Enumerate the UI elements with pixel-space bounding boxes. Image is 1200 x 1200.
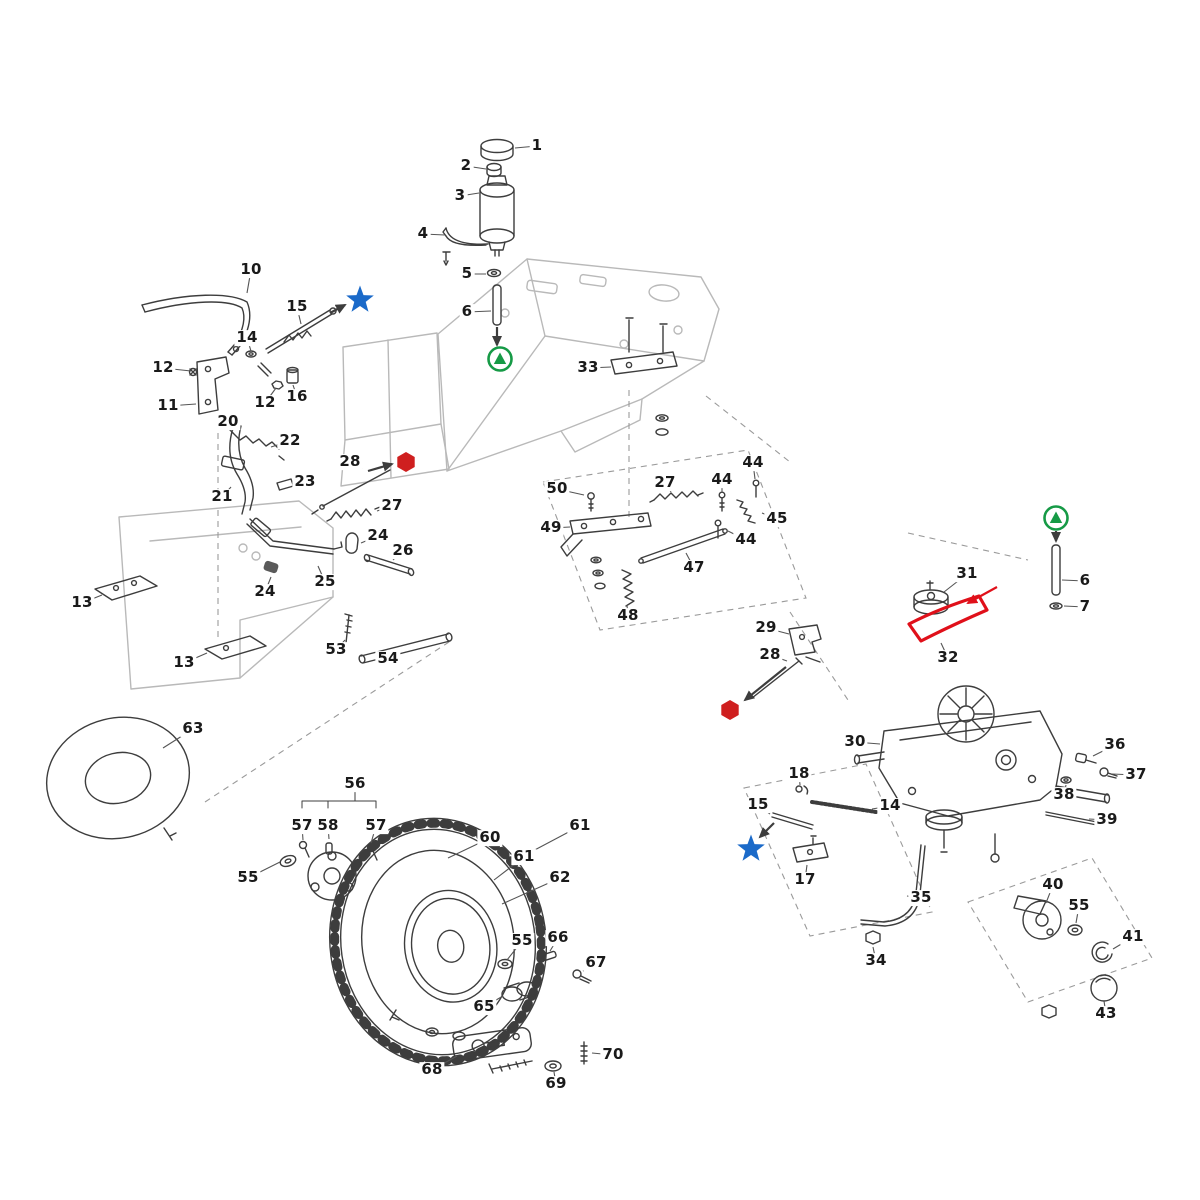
leader-line xyxy=(798,773,801,786)
leader-line xyxy=(591,1052,614,1056)
leader-line xyxy=(871,805,891,810)
hex-red-marker-icon xyxy=(397,452,415,472)
leader-line xyxy=(349,461,363,470)
leader-line xyxy=(81,594,103,604)
leader-line xyxy=(549,937,559,952)
leader-line xyxy=(872,946,877,962)
leader-line xyxy=(582,962,597,972)
leader-line xyxy=(1063,605,1086,608)
leader-line xyxy=(514,145,538,149)
assembly-arrow xyxy=(758,822,775,839)
assembly-arrow xyxy=(743,666,787,702)
leader-line xyxy=(246,337,252,352)
hex-red-marker-icon xyxy=(721,700,739,720)
leader-line xyxy=(1061,579,1086,582)
leader-line xyxy=(327,825,330,840)
triangle-green-marker-icon xyxy=(1043,505,1069,531)
leader-line xyxy=(769,654,788,662)
leader-line xyxy=(854,741,881,745)
leader-line xyxy=(392,550,404,561)
leader-line xyxy=(765,627,790,635)
leader-line xyxy=(1088,818,1108,821)
leader-line xyxy=(431,1055,458,1071)
leader-line xyxy=(162,367,192,372)
leader-line xyxy=(183,652,208,664)
leader-line xyxy=(506,940,523,961)
leader-line xyxy=(317,565,326,583)
leader-line xyxy=(664,482,672,493)
assembly-arrow xyxy=(329,304,347,314)
parts-linework xyxy=(45,138,1118,1074)
leader-line xyxy=(370,825,377,844)
leader-line xyxy=(162,728,194,749)
highlighted-belt xyxy=(907,594,989,643)
leader-line xyxy=(291,481,306,487)
leader-line xyxy=(301,825,304,841)
leader-line xyxy=(292,384,298,398)
leader-line xyxy=(360,535,379,544)
leader-line xyxy=(1092,744,1116,757)
leader-line xyxy=(1103,1000,1107,1015)
leader-line xyxy=(296,306,302,325)
leader-line xyxy=(247,861,281,879)
leader-line xyxy=(1063,784,1067,796)
leader-line xyxy=(376,505,393,512)
leader-line xyxy=(511,825,581,863)
leader-line xyxy=(335,639,346,651)
leader-line xyxy=(804,864,808,881)
leader-line xyxy=(757,804,771,815)
leader-line xyxy=(493,856,525,881)
triangle-green-marker-icon xyxy=(487,346,513,372)
belt-pointer-arrow xyxy=(966,586,998,604)
leader-line xyxy=(556,488,585,496)
leader-line xyxy=(1111,773,1137,776)
assembly-arrow xyxy=(367,461,394,473)
leader-line xyxy=(167,403,197,407)
leader-line xyxy=(387,651,399,660)
leader-line xyxy=(550,526,571,529)
leader-line xyxy=(587,366,612,369)
leader-line xyxy=(501,877,561,905)
leader-line xyxy=(264,387,277,404)
leader-line xyxy=(940,642,949,659)
leader-line xyxy=(466,310,492,313)
leader-line xyxy=(943,573,968,593)
leader-line xyxy=(761,512,778,520)
leader-line xyxy=(685,552,695,569)
leader-line xyxy=(553,1071,557,1085)
leader-line xyxy=(227,421,235,431)
leader-line xyxy=(264,576,272,593)
star-blue-marker-icon xyxy=(346,285,374,312)
leader-line xyxy=(906,895,922,899)
leader-line xyxy=(422,233,446,236)
star-blue-marker-icon xyxy=(737,834,765,861)
chassis-frame xyxy=(118,258,720,690)
leader-line xyxy=(727,530,747,541)
leader-line xyxy=(752,462,756,480)
leader-line xyxy=(1045,884,1054,904)
leader-line xyxy=(459,192,480,197)
leader-line xyxy=(447,837,491,859)
leader-line xyxy=(1075,905,1080,924)
leader-line xyxy=(465,165,487,170)
leader-line xyxy=(483,995,504,1008)
leader-line xyxy=(626,604,629,617)
leader-line xyxy=(246,269,252,294)
dashed-guides xyxy=(204,390,1153,1003)
leader-line xyxy=(1112,936,1134,950)
leader-line xyxy=(270,440,291,448)
leader-line xyxy=(221,486,232,498)
